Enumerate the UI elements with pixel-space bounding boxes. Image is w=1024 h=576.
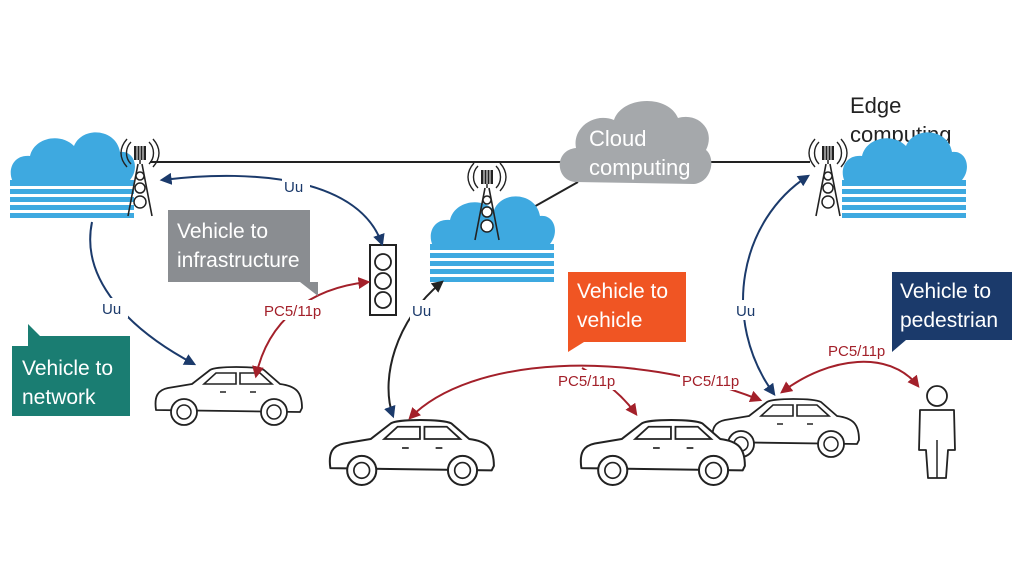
pc5-link-pedestrian <box>780 360 920 394</box>
edge-computing-label-1: Edge <box>850 93 901 118</box>
uu-label-infra: Uu <box>284 179 303 196</box>
callout-vehicle-to-infrastructure: Vehicle to infrastructure <box>168 210 318 296</box>
uu-label-edge: Uu <box>736 303 755 320</box>
pedestrian-icon <box>918 385 956 479</box>
cell-tower-icon <box>808 138 848 217</box>
cloud-icon <box>559 100 712 184</box>
callout-v2v-line2: vehicle <box>577 309 642 332</box>
uu-link-edge <box>742 174 811 396</box>
car-icon <box>154 366 303 426</box>
uu-label-center: Uu <box>412 303 431 320</box>
callout-network-line2: network <box>22 386 96 409</box>
callout-v2v-line1: Vehicle to <box>577 280 668 303</box>
callout-ped-line1: Vehicle to <box>900 280 991 303</box>
car-icon <box>328 418 495 486</box>
pc5-label-pedestrian: PC5/11p <box>828 343 885 360</box>
pc5-label-v2v-1: PC5/11p <box>558 373 615 390</box>
callout-vehicle-to-network: Vehicle to network <box>12 324 130 416</box>
uu-link-center <box>384 280 444 419</box>
callout-infra-line1: Vehicle to <box>177 220 268 243</box>
cloud-computing: Cloud computing <box>559 100 712 184</box>
cloud-computing-label-2: computing <box>589 155 691 180</box>
cloud-icon <box>10 132 135 218</box>
pc5-label-infra: PC5/11p <box>264 303 321 320</box>
callout-ped-line2: pedestrian <box>900 309 998 332</box>
callout-vehicle-to-vehicle: Vehicle to vehicle <box>568 272 686 352</box>
pc5-label-v2v-2: PC5/11p <box>682 373 739 390</box>
traffic-light-icon <box>369 244 397 316</box>
callout-vehicle-to-pedestrian: Vehicle to pedestrian <box>892 272 1012 352</box>
callout-network-line1: Vehicle to <box>22 357 113 380</box>
callout-infra-line2: infrastructure <box>177 249 300 272</box>
uu-label-network: Uu <box>102 301 121 318</box>
cloud-computing-label-1: Cloud <box>589 126 646 151</box>
pc5-link-infra <box>252 277 371 379</box>
